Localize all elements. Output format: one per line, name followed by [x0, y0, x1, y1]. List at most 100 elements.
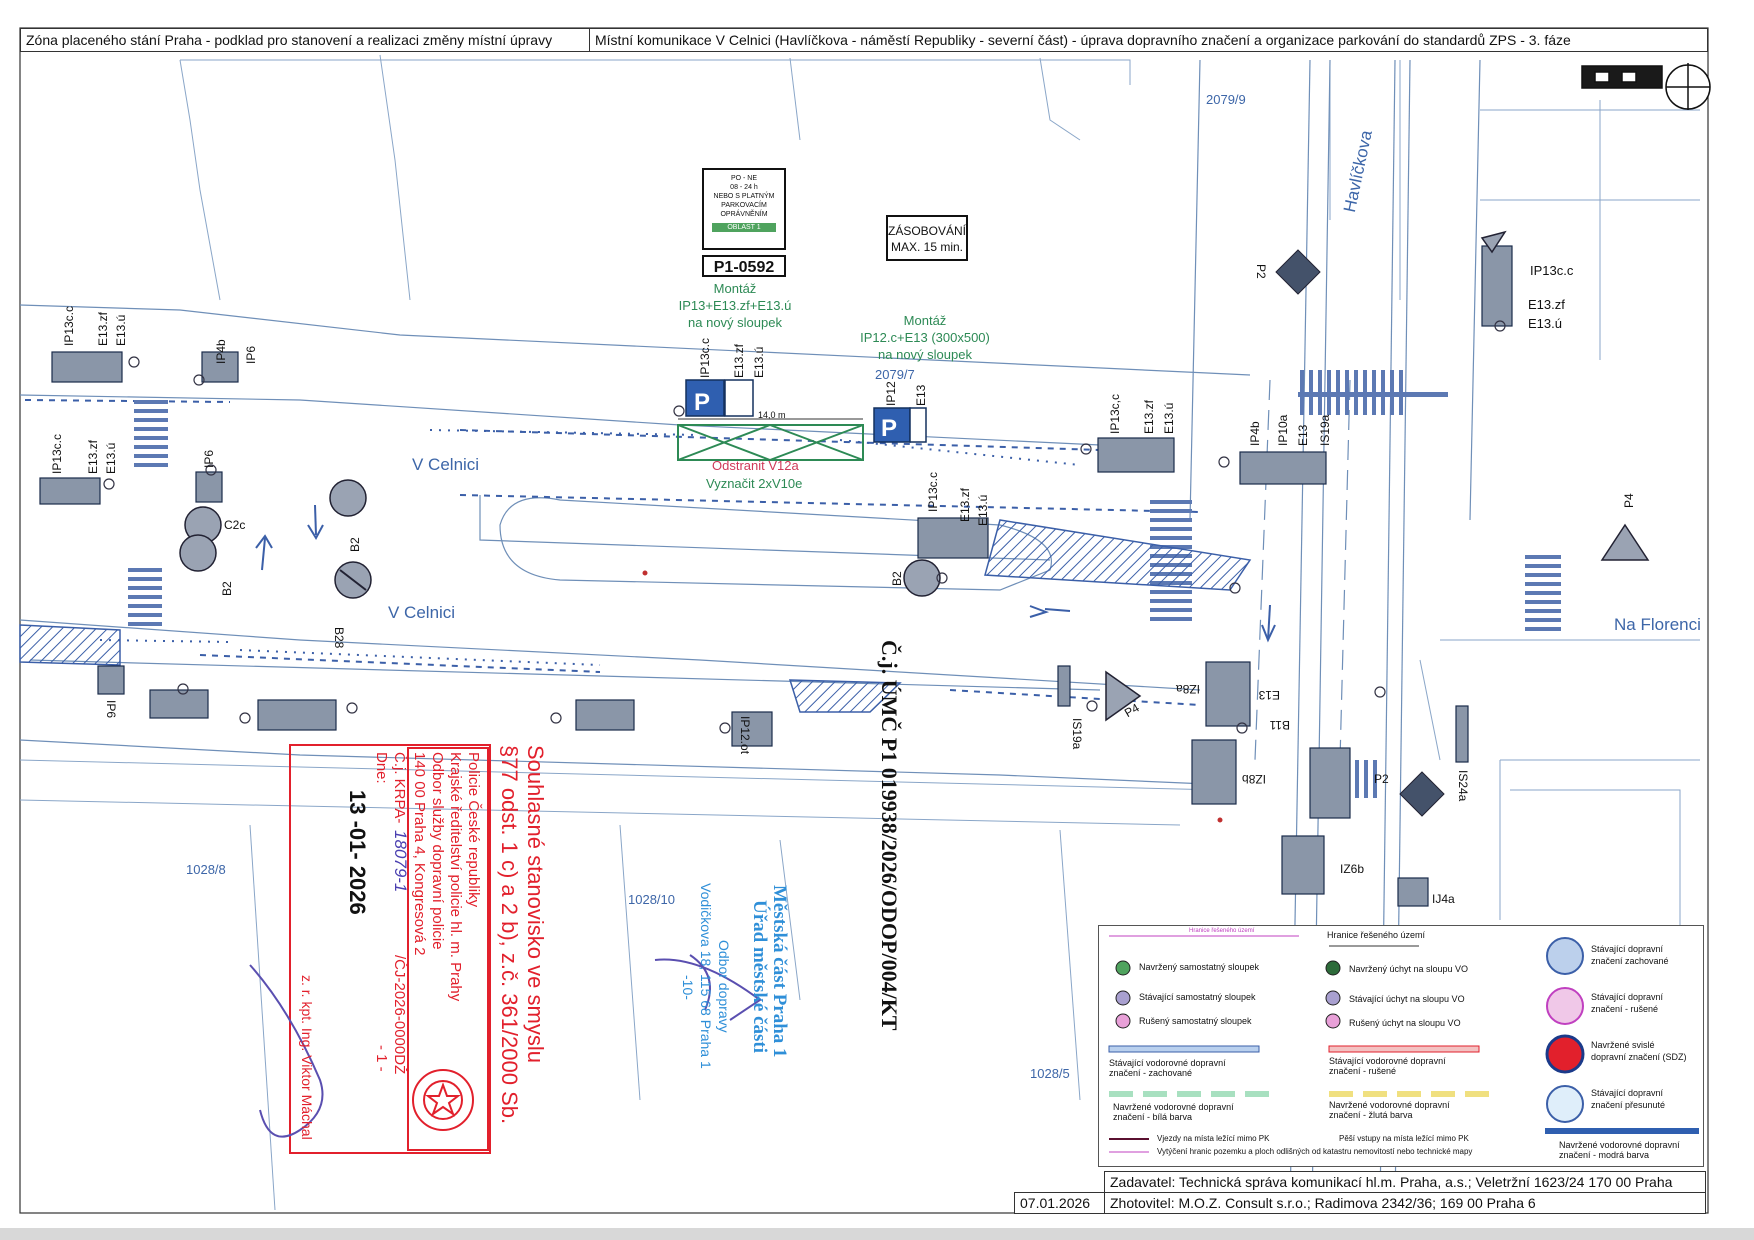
reference-number: Č.j. ÚMČ P1 019938/2026/ODOP/004/KT	[877, 640, 902, 1031]
sign-label: E13.ú	[1162, 402, 1176, 434]
zone-sign-code: P1-0592	[702, 255, 786, 277]
footer-client: Zadavatel: Technická správa komunikací h…	[1104, 1171, 1706, 1193]
legend-h2b: značení - rušené	[1329, 1066, 1397, 1076]
zone-sign-area: OBLAST 1	[712, 223, 776, 232]
note-remove: Odstranit V12a	[712, 458, 799, 473]
legend-v1b: značení zachované	[1591, 956, 1669, 966]
parcel-label-1: 2079/9	[1206, 92, 1246, 107]
diamond-signs	[1275, 249, 1445, 817]
legend-v4b: značení přesunuté	[1591, 1100, 1666, 1110]
parcel-label-2: 2079/7	[875, 367, 915, 382]
signature-marks	[249, 954, 762, 1138]
police-stamp-org4: 140 00 Praha 4, Kongresová 2	[411, 752, 428, 956]
sign-label: B28	[332, 627, 346, 649]
note-mount-2-line1: Montáž	[903, 313, 947, 328]
sign-label: E13.zf	[958, 487, 972, 522]
supply-sign-line2: MAX. 15 min.	[890, 240, 964, 254]
note-mount-2-line3: na nový sloupek	[878, 347, 972, 362]
lane-dash-lines	[24, 399, 1201, 706]
police-stamp-date-label: Dne:	[373, 752, 390, 784]
sign-label: IP13c.c	[50, 433, 64, 474]
hatched-areas	[19, 519, 1252, 713]
legend-h3b: značení - bílá barva	[1113, 1112, 1193, 1122]
sign-label: IZ8a	[1175, 682, 1200, 696]
sign-label: P4	[1622, 493, 1636, 508]
sign-label: C2c	[224, 518, 246, 532]
sign-label: E13	[1296, 424, 1310, 446]
sign-label: IP13c.c	[698, 337, 712, 378]
legend-boundary-demo: Hranice řešeného území	[1189, 928, 1255, 934]
zone-sign-line3: NEBO S PLATNÝM	[713, 193, 775, 200]
legend-symbols	[1108, 935, 1699, 1153]
supply-sign: ZÁSOBOVÁNÍ MAX. 15 min.	[886, 215, 968, 261]
header-left-title: Zóna placeného stání Praha - podklad pro…	[20, 28, 602, 52]
note-distance: 14,0 m	[758, 410, 786, 420]
legend-line3: Vytýčení hranic pozemku a ploch odlišnýc…	[1157, 1147, 1473, 1156]
sign-label: IZ8b	[1241, 772, 1266, 786]
legend-item6: Rušený úchyt na sloupu VO	[1349, 1018, 1461, 1028]
legend-v2a: Stávající dopravní	[1591, 992, 1664, 1002]
police-stamp-signatory: z. r. kpt. Ing. Viktor Máchal	[299, 975, 315, 1140]
svg-text:P: P	[881, 415, 897, 442]
svg-text:P: P	[694, 389, 710, 416]
note-mount-1-line2: IP13+E13.zf+E13.ú	[678, 298, 792, 313]
sign-label: IP13c.c	[1530, 263, 1574, 278]
sign-label: P2	[1374, 772, 1389, 786]
legend-v2b: značení - rušené	[1591, 1004, 1659, 1014]
footer-contractor: Zhotovitel: M.O.Z. Consult s.r.o.; Radim…	[1104, 1192, 1706, 1214]
note-mount-1: Montáž IP13+E13.zf+E13.ú na nový sloupek	[660, 280, 810, 331]
legend-h1b: značení - zachované	[1109, 1068, 1193, 1078]
municipal-stamp-line1: Městská část Praha 1	[769, 885, 790, 1058]
police-stamp-cj-label: Č.j. KRPA-	[391, 752, 408, 824]
parking-removal-box	[677, 424, 864, 461]
sign-label: E13.ú	[1528, 316, 1562, 331]
sign-label: E13.ú	[752, 346, 766, 378]
municipal-stamp-line5: -10-	[680, 975, 696, 1000]
legend-h4a: Navržené vodorovné dopravní	[1329, 1100, 1450, 1110]
municipal-stamp-line4: Vodičkova 18, 115 68 Praha 1	[698, 883, 714, 1069]
legend-h5a: Navržené vodorovné dopravní	[1559, 1140, 1680, 1150]
police-stamp-title1: Souhlasné stanovisko ve smyslu	[523, 745, 548, 1063]
legend-item4: Navržený úchyt na sloupu VO	[1349, 964, 1469, 974]
police-stamp-cj-hand: 18079-1	[391, 830, 410, 893]
sign-label: E13.zf	[1142, 399, 1156, 434]
legend-h5b: značení - modrá barva	[1559, 1150, 1650, 1160]
sign-label: IS19a	[1070, 718, 1084, 750]
sign-label: E13.zf	[96, 311, 110, 346]
police-stamp-org2: Krajské ředitelství policie hl. m. Prahy	[447, 752, 464, 1002]
legend-v3b: dopravní značení (SDZ)	[1591, 1052, 1687, 1062]
sign-label: E13.ú	[104, 442, 118, 474]
sign-label: IP4b	[1248, 421, 1262, 446]
note-mount-1-line3: na nový sloupek	[688, 315, 782, 330]
legend-h3a: Navržené vodorovné dopravní	[1113, 1102, 1234, 1112]
zone-sign-line4: PARKOVACÍM	[721, 202, 767, 209]
sign-label: IJ4a	[1432, 892, 1455, 906]
legend-line2: Pěší vstupy na místa ležící mimo PK	[1339, 1134, 1469, 1143]
post-markers	[103, 320, 1506, 734]
parcel-label-4: 1028/10	[628, 892, 675, 907]
note-mount-1-line1: Montáž	[713, 281, 757, 296]
v-celnici-street	[19, 304, 1251, 786]
sign-label: E13	[914, 384, 928, 406]
sign-label: IP13c.c	[62, 305, 76, 346]
sign-plates	[39, 245, 1513, 907]
legend-item1: Navržený samostatný sloupek	[1139, 962, 1260, 972]
zone-sign-line1: PO - NE	[730, 175, 758, 182]
police-stamp-page: - 1 -	[373, 1045, 390, 1072]
police-stamp-date: 13 -01- 2026	[345, 790, 370, 915]
sign-label: IP13c,c	[1108, 393, 1122, 434]
legend-v3a: Navržené svislé	[1591, 1040, 1655, 1050]
legend-line1: Vjezdy na místa ležící mimo PK	[1157, 1134, 1270, 1143]
north-arrow	[1581, 63, 1711, 110]
sign-label: IP12.ot	[738, 716, 752, 755]
sign-label: IP4b	[214, 339, 228, 364]
sign-label: IP10a	[1276, 414, 1290, 446]
legend-boundary: Hranice řešeného území	[1327, 930, 1426, 940]
sign-label: B2	[890, 571, 904, 586]
zone-sign-line5: OPRÁVNĚNÍM	[720, 211, 768, 218]
header-right-title: Místní komunikace V Celnici (Havlíčkova …	[589, 28, 1708, 52]
sign-label: E13.zf	[86, 439, 100, 474]
curb-dots	[99, 429, 1081, 666]
